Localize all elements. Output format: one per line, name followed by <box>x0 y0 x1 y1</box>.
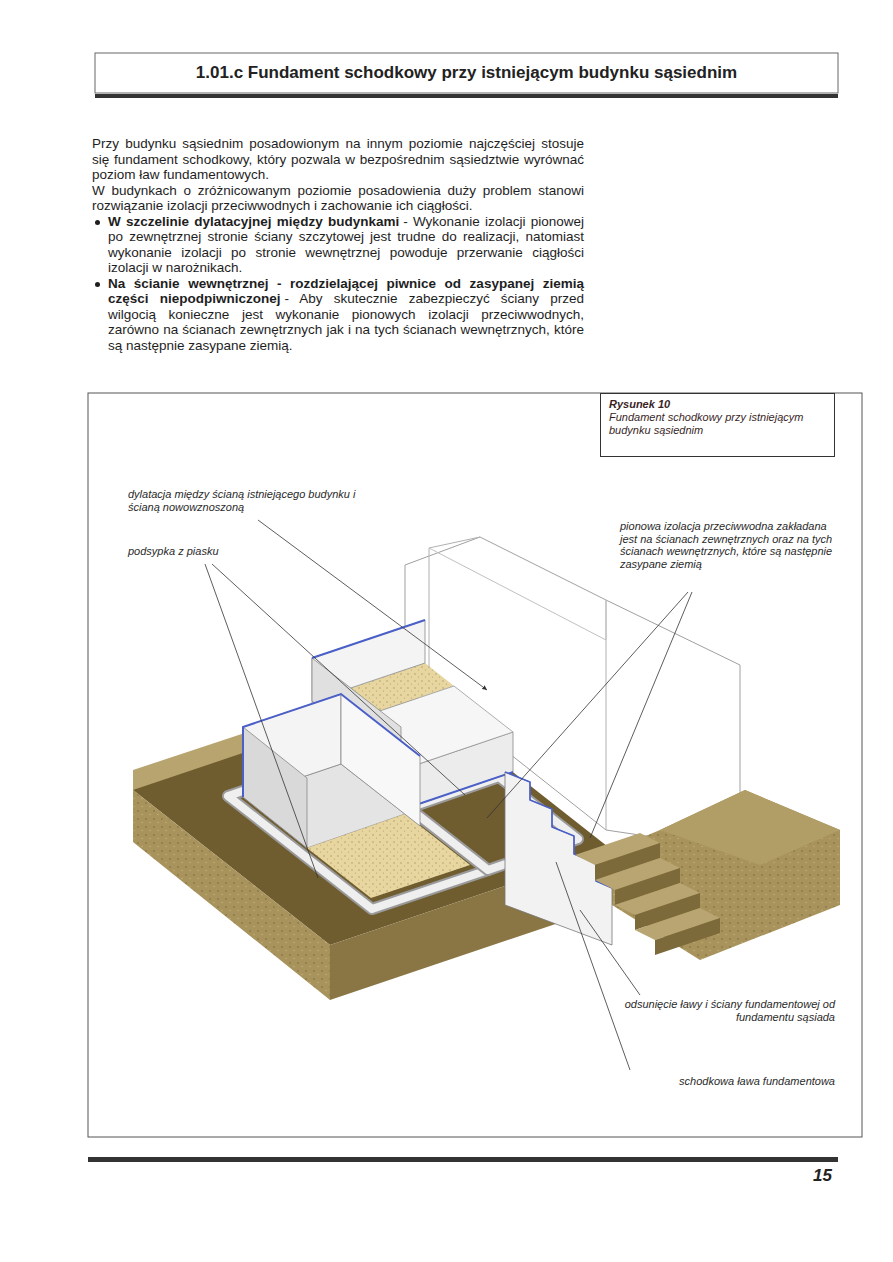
paragraph-text: Przy budynku sąsiednim posadowionym na i… <box>92 136 584 182</box>
foundation-illustration <box>341 694 420 826</box>
foundation-illustration <box>660 790 840 865</box>
figure-caption-box: Rysunek 10Fundament schodkowy przy istni… <box>600 393 835 457</box>
foundation-illustration <box>312 620 425 658</box>
foundation-illustration <box>655 918 720 955</box>
page-frame <box>95 94 838 98</box>
bullet-dot <box>95 220 100 225</box>
callout-label: dylatacja między ścianą istniejącego bud… <box>128 488 368 513</box>
leader-lines <box>556 862 630 1070</box>
page-frame <box>88 393 862 1137</box>
leader-lines <box>580 910 640 995</box>
paragraph-text: W budynkach o zróżnicowanym poziomie pos… <box>92 183 584 214</box>
page-title: 1.01.c Fundament schodkowy przy istnieją… <box>95 53 838 93</box>
foundation-illustration <box>243 694 420 797</box>
figure-number: Rysunek 10 <box>609 398 826 411</box>
leader-lines <box>205 564 318 878</box>
page-number: 15 <box>770 1166 832 1186</box>
leader-lines <box>487 592 688 818</box>
paragraph: W budynkach o zróżnicowanym poziomie pos… <box>92 183 584 214</box>
foundation-illustration <box>429 537 480 690</box>
leader-lines <box>205 520 692 1070</box>
bullet-heading: W szczelinie dylatacyjnej między budynka… <box>108 214 399 229</box>
bullet-item: W szczelinie dylatacyjnej między budynka… <box>92 214 584 276</box>
bullet-item: Na ścianie wewnętrznej - rozdzielającej … <box>92 276 584 354</box>
callout-label: pionowa izolacja przeciwwodna zakładana … <box>620 520 835 570</box>
page-frame <box>95 53 838 93</box>
leader-lines <box>258 520 487 690</box>
foundation-illustration <box>133 695 612 945</box>
callout-label: odsunięcie ławy i ściany fundamentowej o… <box>620 998 835 1023</box>
foundation-illustration <box>429 548 606 640</box>
foundation-illustration <box>133 537 840 1000</box>
paragraph: Przy budynku sąsiednim posadowionym na i… <box>92 136 584 183</box>
leader-lines <box>212 564 465 795</box>
callout-label: podsypka z piasku <box>128 545 278 558</box>
figure-title: Fundament schodkowy przy istniejącym bud… <box>609 411 826 437</box>
foundation-illustration <box>307 814 470 898</box>
page-frame <box>88 1157 838 1162</box>
page-frame <box>88 53 862 1162</box>
body-text: Przy budynku sąsiednim posadowionym na i… <box>92 136 584 353</box>
leader-lines <box>590 592 692 838</box>
foundation-illustration <box>243 727 307 848</box>
callout-label: schodkowa ława fundamentowa <box>620 1075 835 1088</box>
bullet-dot <box>95 282 100 287</box>
